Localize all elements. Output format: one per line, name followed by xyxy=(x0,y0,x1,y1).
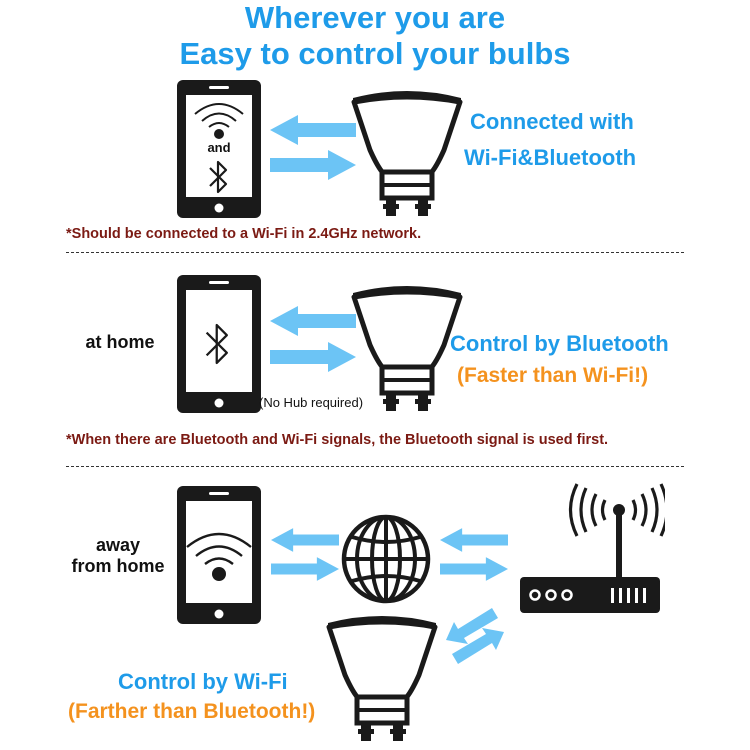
arrow-left-icon xyxy=(270,115,356,145)
no-hub-text: (No Hub required) xyxy=(259,395,364,410)
arrow-right-icon xyxy=(440,557,508,581)
bluetooth-icon xyxy=(205,323,228,365)
headline-line2: Easy to control your bulbs xyxy=(179,36,571,71)
arrow-left-icon xyxy=(440,528,508,552)
arrow-left-icon xyxy=(270,306,356,336)
globe-icon xyxy=(341,514,431,604)
wifi-icon xyxy=(186,532,252,581)
and-text: and xyxy=(207,140,231,155)
router-icon xyxy=(520,483,665,613)
section3-label-line2: (Farther than Bluetooth!) xyxy=(68,700,316,723)
bulb-icon xyxy=(350,90,464,220)
headline-line1: Wherever you are xyxy=(244,0,506,35)
arrow-right-icon xyxy=(270,150,356,180)
arrow-right-icon xyxy=(271,557,339,581)
arrow-left-icon xyxy=(271,528,339,552)
divider xyxy=(66,466,684,467)
bulb-icon xyxy=(325,615,439,745)
diagonal-arrows-icon xyxy=(446,608,504,664)
wifi-icon xyxy=(194,103,244,139)
at-home-label: at home xyxy=(85,332,155,352)
divider xyxy=(66,252,684,253)
section2-label-line2: (Faster than Wi-Fi!) xyxy=(457,364,649,387)
section1-note: *Should be connected to a Wi-Fi in 2.4GH… xyxy=(66,226,422,242)
away-label-line1: away xyxy=(95,535,141,555)
section2-note: *When there are Bluetooth and Wi-Fi sign… xyxy=(66,432,609,448)
section1-label-line2: Wi-Fi&Bluetooth xyxy=(464,145,637,170)
bulb-icon xyxy=(350,285,464,415)
section2-label-line1: Control by Bluetooth xyxy=(450,331,669,356)
away-label-line2: from home xyxy=(71,556,165,576)
section3-label-line1: Control by Wi-Fi xyxy=(118,669,288,694)
section1-label-line1: Connected with xyxy=(470,109,634,134)
bluetooth-icon xyxy=(209,160,228,194)
arrow-right-icon xyxy=(270,342,356,372)
